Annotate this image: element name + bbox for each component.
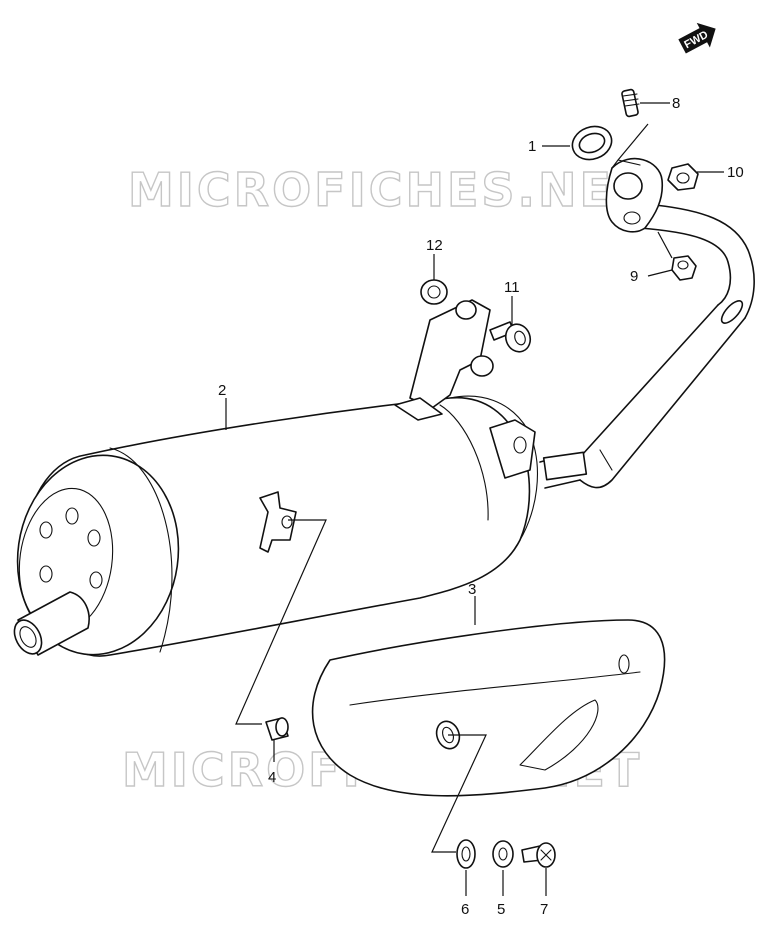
cushion-4	[265, 717, 289, 741]
heat-protector	[311, 619, 666, 797]
callout-3: 3	[468, 581, 476, 598]
callout-4: 4	[268, 769, 276, 786]
nut-9	[671, 255, 697, 281]
callout-8: 8	[672, 95, 680, 112]
bolt-11	[489, 321, 532, 353]
gasket-ring	[571, 125, 613, 161]
callout-5: 5	[497, 901, 505, 918]
callout-9: 9	[630, 268, 638, 285]
muffler-bracket	[394, 299, 494, 421]
callout-11: 11	[504, 279, 520, 296]
washer-5	[492, 840, 514, 868]
nut-10	[667, 163, 699, 191]
callout-12: 12	[426, 237, 443, 254]
callout-1: 1	[528, 138, 536, 155]
fwd-arrow-icon: FWD	[678, 22, 716, 54]
exhaust-pipe	[539, 204, 755, 489]
callout-10: 10	[727, 164, 744, 181]
muffler-clamp	[489, 419, 536, 479]
callout-2: 2	[218, 382, 226, 399]
leader-lines	[225, 102, 724, 896]
callout-7: 7	[540, 901, 548, 918]
screw-7	[521, 842, 556, 868]
exhaust-flange	[605, 157, 664, 233]
muffler-clip	[259, 491, 297, 553]
cushion-6	[456, 839, 476, 869]
watermark-top: MICROFICHES.NET	[128, 163, 648, 217]
cushion-12	[420, 279, 448, 305]
stud-bolt	[621, 88, 640, 118]
callout-6: 6	[461, 901, 469, 918]
